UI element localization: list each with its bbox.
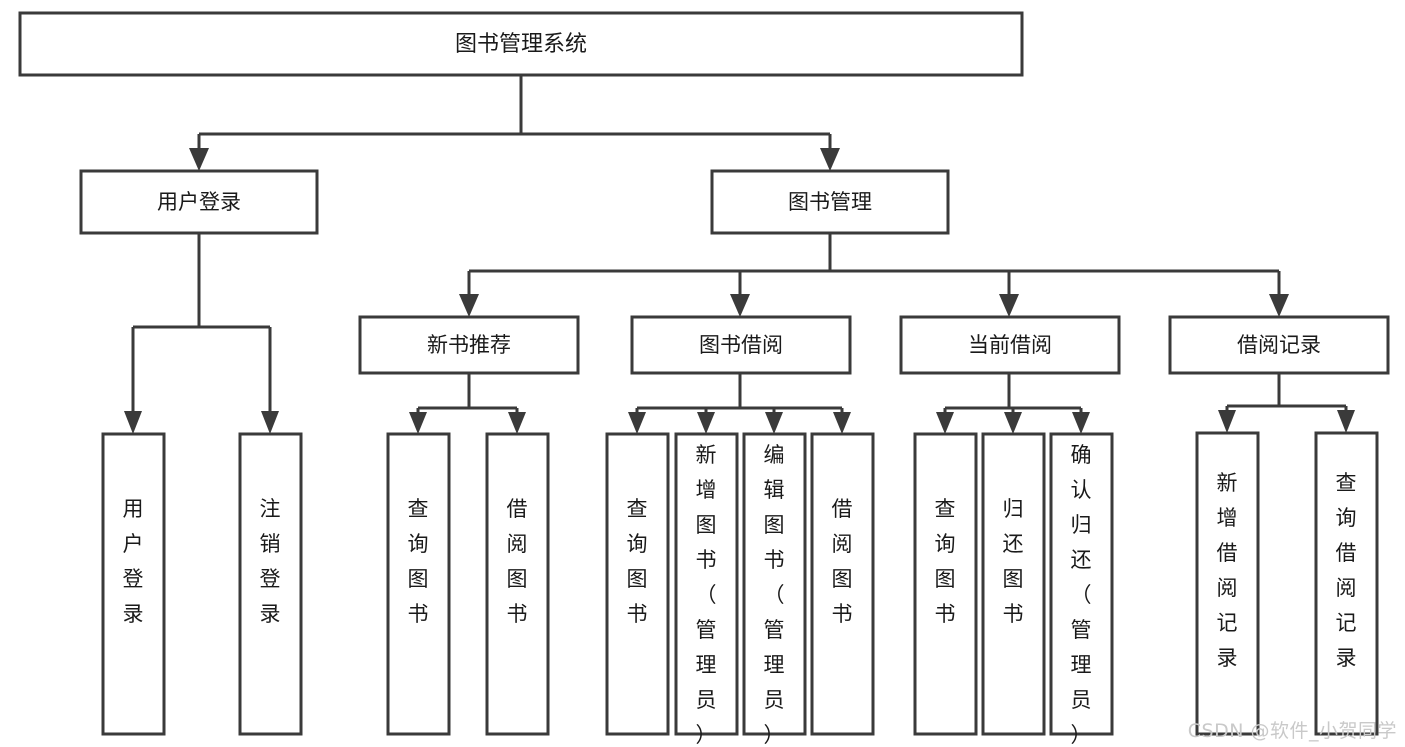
- arrow-current-borrow: [999, 294, 1019, 317]
- arrow-borrow-record: [1269, 294, 1289, 317]
- leaf-add-record[interactable]: 新增借阅记录: [1195, 431, 1260, 736]
- leaf-query-book-2[interactable]: 查询图书: [605, 432, 670, 736]
- arrow-user-login: [189, 148, 209, 171]
- leaf-add-book-label: 新增图书（管理员）: [696, 443, 717, 747]
- arrow-leaf-user-login: [124, 411, 142, 434]
- node-current-borrow-label: 当前借阅: [968, 333, 1052, 357]
- node-new-book-recommend-box[interactable]: [358, 315, 580, 375]
- leaf-borrow-book-1-box[interactable]: [485, 432, 550, 736]
- node-book-borrow[interactable]: 图书借阅: [630, 315, 852, 375]
- leaf-query-book-3-label: 查询图书: [935, 497, 956, 626]
- connector-userlogin-to-leaves: [124, 233, 279, 434]
- leaf-confirm-return-box[interactable]: [1049, 432, 1114, 736]
- node-current-borrow-box[interactable]: [899, 315, 1121, 375]
- leaf-query-book-3[interactable]: 查询图书: [913, 432, 978, 736]
- leaf-return-book-label: 归还图书: [1003, 497, 1024, 626]
- arrow-leaf-add-record: [1218, 410, 1236, 433]
- connector-currentborrow-to-leaves: [936, 373, 1090, 434]
- arrow-leaf-return-book: [1004, 412, 1022, 434]
- node-current-borrow[interactable]: 当前借阅: [899, 315, 1121, 375]
- arrow-leaf-query-book-3: [936, 412, 954, 434]
- connector-bookborrow-to-leaves: [628, 373, 851, 434]
- leaf-user-logout-label: 注销登录: [260, 497, 281, 626]
- node-user-login-label: 用户登录: [157, 190, 241, 214]
- node-root-box[interactable]: [18, 11, 1024, 77]
- leaf-borrow-book-2[interactable]: 借阅图书: [810, 432, 875, 736]
- leaf-edit-book[interactable]: 编辑图书（管理员）: [742, 432, 807, 747]
- leaf-query-record[interactable]: 查询借阅记录: [1314, 431, 1379, 736]
- leaf-add-book-box[interactable]: [674, 432, 739, 736]
- node-borrow-record[interactable]: 借阅记录: [1168, 315, 1390, 375]
- arrow-leaf-query-record: [1337, 410, 1355, 433]
- arrow-leaf-borrow-book-2: [833, 412, 851, 434]
- leaf-user-login-label: 用户登录: [123, 497, 144, 626]
- leaf-borrow-book-1-label: 借阅图书: [507, 497, 528, 626]
- leaf-confirm-return[interactable]: 确认归还（管理员）: [1049, 432, 1114, 747]
- leaf-query-record-box[interactable]: [1314, 431, 1379, 736]
- arrow-leaf-add-book: [697, 412, 715, 434]
- leaf-user-login[interactable]: 用户登录: [101, 432, 166, 736]
- leaf-edit-book-label: 编辑图书（管理员）: [764, 443, 785, 747]
- node-book-management-box[interactable]: [710, 169, 950, 235]
- leaf-add-record-box[interactable]: [1195, 431, 1260, 736]
- leaf-add-book[interactable]: 新增图书（管理员）: [674, 432, 739, 747]
- leaf-add-record-label: 新增借阅记录: [1217, 471, 1238, 670]
- arrow-leaf-query-book-2: [628, 412, 646, 434]
- leaf-query-book-1-label: 查询图书: [408, 497, 429, 626]
- leaf-query-record-label: 查询借阅记录: [1336, 471, 1357, 670]
- connector-newbook-to-leaves: [409, 373, 526, 434]
- arrow-book-borrow: [730, 294, 750, 317]
- connector-bookmgmt-to-level2: [459, 233, 1289, 317]
- arrow-leaf-borrow-book-1: [508, 412, 526, 434]
- leaf-query-book-2-box[interactable]: [605, 432, 670, 736]
- node-user-login-box[interactable]: [79, 169, 319, 235]
- connector-root-to-level1: [189, 76, 840, 171]
- leaf-user-login-box[interactable]: [101, 432, 166, 736]
- leaf-borrow-book-1[interactable]: 借阅图书: [485, 432, 550, 736]
- leaf-return-book[interactable]: 归还图书: [981, 432, 1046, 736]
- leaf-query-book-2-label: 查询图书: [627, 497, 648, 626]
- node-borrow-record-box[interactable]: [1168, 315, 1390, 375]
- node-book-management[interactable]: 图书管理: [710, 169, 950, 235]
- leaf-user-logout-box[interactable]: [238, 432, 303, 736]
- leaf-user-logout[interactable]: 注销登录: [238, 432, 303, 736]
- arrow-new-book-recommend: [459, 294, 479, 317]
- node-book-borrow-label: 图书借阅: [699, 333, 783, 357]
- arrow-leaf-edit-book: [765, 412, 783, 434]
- csdn-watermark: CSDN @软件_小贺同学: [1187, 720, 1397, 742]
- arrow-leaf-query-book-1: [409, 412, 427, 434]
- node-borrow-record-label: 借阅记录: [1237, 333, 1321, 357]
- arrow-leaf-user-logout: [261, 411, 279, 434]
- leaf-query-book-1[interactable]: 查询图书: [386, 432, 451, 736]
- leaf-return-book-box[interactable]: [981, 432, 1046, 736]
- connector-borrowrecord-to-leaves: [1218, 373, 1355, 433]
- arrow-leaf-confirm-return: [1072, 412, 1090, 434]
- leaf-borrow-book-2-box[interactable]: [810, 432, 875, 736]
- leaf-query-book-1-box[interactable]: [386, 432, 451, 736]
- leaf-query-book-3-box[interactable]: [913, 432, 978, 736]
- node-user-login[interactable]: 用户登录: [79, 169, 319, 235]
- leaf-edit-book-box[interactable]: [742, 432, 807, 736]
- node-book-management-label: 图书管理: [788, 190, 872, 214]
- node-root-label: 图书管理系统: [455, 32, 587, 57]
- node-new-book-recommend-label: 新书推荐: [427, 333, 511, 357]
- arrow-book-management: [820, 148, 840, 171]
- node-book-borrow-box[interactable]: [630, 315, 852, 375]
- node-root[interactable]: 图书管理系统: [18, 11, 1024, 77]
- node-new-book-recommend[interactable]: 新书推荐: [358, 315, 580, 375]
- leaf-confirm-return-label: 确认归还（管理员）: [1071, 443, 1092, 747]
- leaf-borrow-book-2-label: 借阅图书: [832, 497, 853, 626]
